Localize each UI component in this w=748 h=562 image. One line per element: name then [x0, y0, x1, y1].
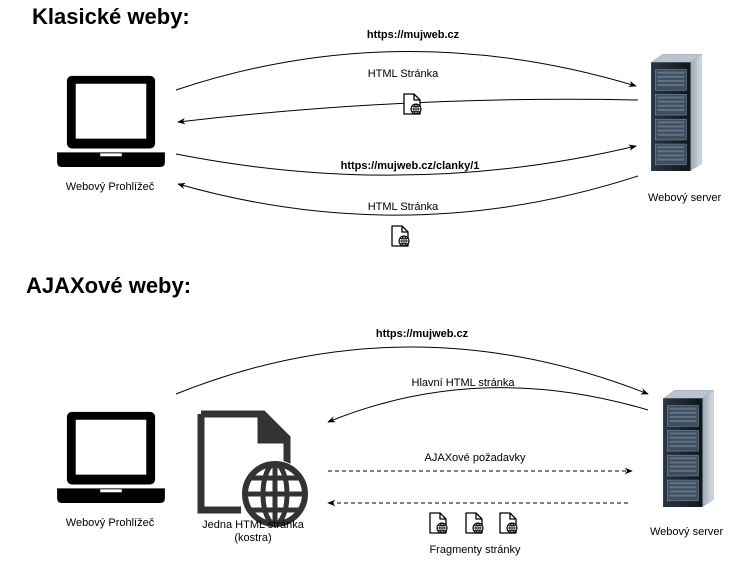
server-rack-icon [648, 52, 704, 172]
classic-response1-label: HTML Stránka [367, 68, 439, 80]
ajax-main-response-label: Hlavní HTML stránka [411, 377, 515, 389]
ajax-request-arrow [175, 346, 649, 395]
classic-request2-label: https://mujweb.cz/clanky/1 [340, 160, 480, 172]
ajax-request-label: https://mujweb.cz [375, 328, 469, 340]
ajax-server-label: Webový server [650, 526, 724, 538]
laptop-icon [57, 408, 165, 506]
web-document-icon [402, 93, 422, 115]
classic-browser-label: Webový Prohlížeč [65, 181, 155, 193]
ajax-requests-label: AJAXové požadavky [424, 452, 526, 464]
ajax-browser-label: Webový Prohlížeč [65, 517, 155, 529]
html-page-globe-icon [197, 410, 313, 530]
ajax-page-label-line1: Jedna HTML stránka [202, 519, 304, 531]
ajax-fragments-label: Fragmenty stránky [429, 544, 521, 556]
web-document-icon [428, 512, 448, 534]
ajax-page-label: Jedna HTML stránka (kostra) [178, 519, 328, 545]
classic-response2-arrow [177, 175, 639, 216]
server-rack-icon [660, 388, 716, 508]
classic-response2-label: HTML Stránka [367, 201, 439, 213]
web-document-icon [464, 512, 484, 534]
ajax-page-label-line2: (kostra) [234, 532, 272, 544]
laptop-icon [57, 72, 165, 170]
ajax-main-response-arrow [327, 387, 649, 423]
web-document-icon [390, 225, 410, 247]
classic-server-label: Webový server [648, 192, 722, 204]
classic-title: Klasické weby: [32, 4, 190, 29]
ajax-title: AJAXové weby: [26, 273, 192, 298]
web-document-icon [498, 512, 518, 534]
classic-request1-arrow [175, 51, 637, 91]
classic-request2-arrow [175, 144, 637, 176]
classic-request1-label: https://mujweb.cz [366, 29, 460, 41]
